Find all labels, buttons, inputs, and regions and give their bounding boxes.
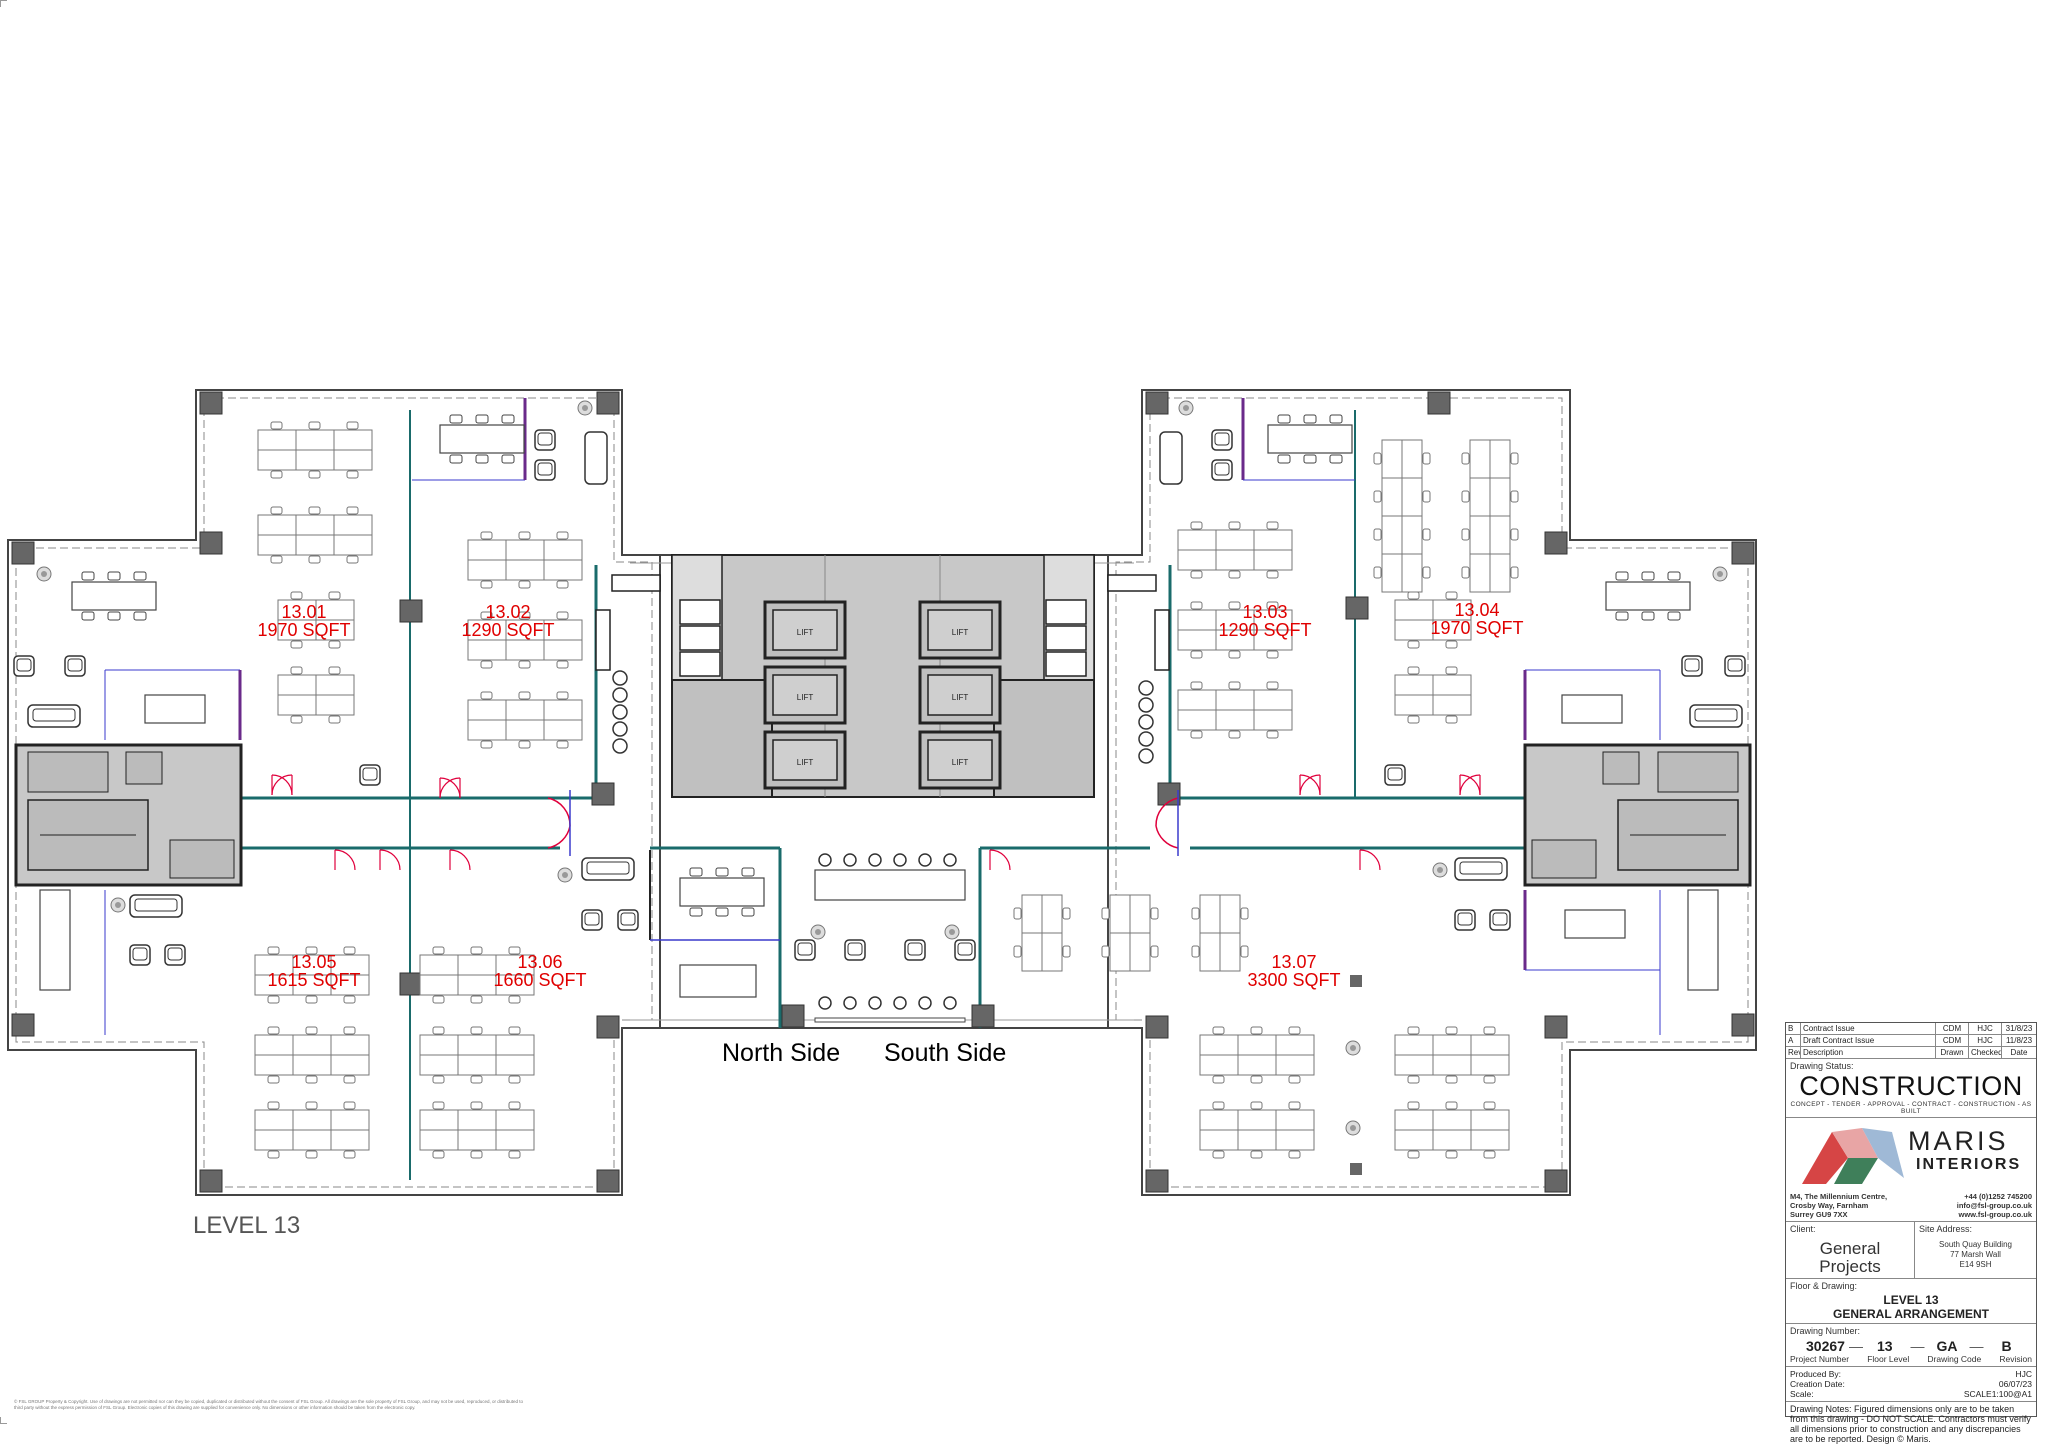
lift-core bbox=[671, 554, 1095, 798]
lift-labels: LIFT LIFT LIFT LIFT LIFT LIFT bbox=[797, 628, 969, 767]
client-info: Client: General Projects bbox=[1786, 1222, 1915, 1278]
revision-header-row: Rev Description Drawn Checked Date bbox=[1786, 1047, 2036, 1059]
north-side-label: North Side bbox=[722, 1039, 841, 1067]
client-site-section: Client: General Projects Site Address: S… bbox=[1786, 1222, 2036, 1279]
lift-label: LIFT bbox=[797, 758, 814, 767]
lift-label: LIFT bbox=[797, 628, 814, 637]
production-info: Produced By:HJC Creation Date:06/07/23 S… bbox=[1786, 1367, 2036, 1402]
toilets bbox=[595, 574, 1170, 677]
stair-core-right bbox=[1523, 743, 1752, 887]
lounge-seating bbox=[13, 429, 1746, 966]
site-address: Site Address: South Quay Building 77 Mar… bbox=[1919, 1224, 2012, 1269]
column-small bbox=[1350, 975, 1362, 987]
corridor-left bbox=[240, 410, 782, 1180]
lift-label: LIFT bbox=[952, 628, 969, 637]
lift-label: LIFT bbox=[952, 758, 969, 767]
company-address: M4, The Millennium Centre, Crosby Way, F… bbox=[1786, 1190, 2036, 1222]
column-small bbox=[1350, 1163, 1362, 1175]
drawing-notes: Drawing Notes: Figured dimensions only a… bbox=[1790, 1404, 2031, 1444]
lift-label: LIFT bbox=[797, 693, 814, 702]
meeting-tables bbox=[39, 414, 1719, 1023]
drawing-title-section: Floor & Drawing: LEVEL 13 GENERAL ARRANG… bbox=[1786, 1279, 2036, 1324]
doors bbox=[271, 774, 1481, 871]
bar-stools bbox=[612, 670, 1154, 1010]
stair-core-left bbox=[14, 743, 243, 887]
sheet-corner-mark bbox=[0, 1417, 7, 1424]
revision-row: A Draft Contract Issue CDM HJC 11/8/23 bbox=[1786, 1035, 2036, 1047]
drawing-status: Drawing Status: CONSTRUCTION CONCEPT - T… bbox=[1786, 1059, 2036, 1118]
sheet-corner-mark bbox=[0, 0, 7, 7]
south-side-label: South Side bbox=[884, 1039, 1007, 1067]
level-label: LEVEL 13 bbox=[193, 1212, 301, 1239]
meeting-rooms bbox=[104, 398, 1661, 1035]
lift-label: LIFT bbox=[952, 693, 969, 702]
title-block: B Contract Issue CDM HJC 31/8/23 A Draft… bbox=[1785, 1022, 2037, 1444]
drawing-number-section: Drawing Number: 30267 — 13 — GA — B Proj… bbox=[1786, 1324, 2036, 1367]
status-value: CONSTRUCTION bbox=[1799, 1071, 2023, 1101]
logo-mark-icon bbox=[1802, 1128, 1904, 1184]
copyright-notice: © FSL GROUP Property & Copyright. Use of… bbox=[14, 1399, 524, 1410]
company-logo: MARIS INTERIORS bbox=[1786, 1118, 2036, 1190]
revision-row: B Contract Issue CDM HJC 31/8/23 bbox=[1786, 1023, 2036, 1035]
corridor-right bbox=[978, 410, 1528, 1028]
